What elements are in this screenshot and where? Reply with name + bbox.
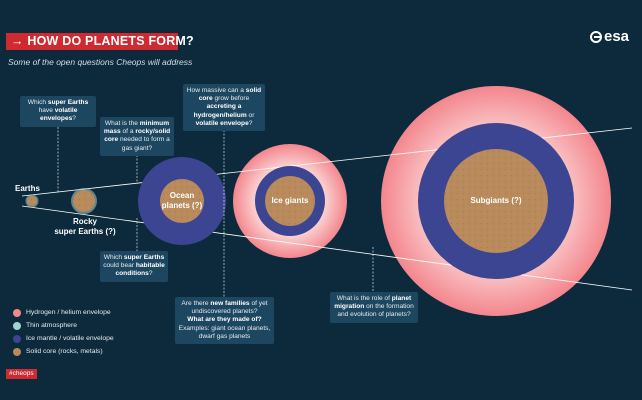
esa-logo: esa: [590, 28, 629, 45]
legend-item: Thin atmosphere: [13, 319, 114, 332]
ice-giant-core: [265, 176, 315, 226]
label-subgiants: Subgiants (?): [470, 196, 522, 205]
lower-guide-line: [21, 205, 633, 291]
legend-label: Thin atmosphere: [26, 322, 78, 329]
legend-swatch-core: [13, 347, 21, 356]
rocky-super-earth-core: [73, 190, 95, 212]
question-box-habitable: Which super Earths could bear habitable …: [100, 251, 168, 282]
legend-label: Ice mantle / volatile envelope: [26, 335, 114, 342]
question-box-migration: What is the role of planet migration on …: [330, 292, 418, 323]
legend-swatch-envelope: [13, 308, 21, 317]
legend-label: Hydrogen / helium envelope: [26, 309, 111, 316]
legend-swatch-ice-mantle: [13, 334, 21, 343]
question-box-solid-core: How massive can a solid core grow before…: [183, 84, 265, 132]
title-banner: [6, 33, 178, 50]
legend-item: Ice mantle / volatile envelope: [13, 332, 114, 345]
earth-core: [27, 196, 37, 206]
question-box-new-families: Are there new families of yet undiscover…: [175, 297, 274, 345]
legend-swatch-atmosphere: [13, 321, 21, 330]
ocean-planet-core: [160, 179, 204, 223]
legend-item: Solid core (rocks, metals): [13, 345, 114, 358]
hashtag-badge: #cheops: [6, 369, 37, 379]
label-ice-giants: Ice giants: [271, 196, 309, 205]
label-earths: Earths: [15, 184, 40, 193]
page-subtitle: Some of the open questions Cheops will a…: [8, 57, 193, 67]
esa-logo-icon: [590, 30, 602, 43]
arrow-icon: →: [11, 34, 24, 48]
subgiant-core: [444, 149, 548, 253]
title-text: HOW DO PLANETS FORM?: [27, 34, 194, 48]
esa-logo-text: esa: [604, 28, 630, 45]
page-title: → HOW DO PLANETS FORM?: [11, 33, 194, 50]
legend-label: Solid core (rocks, metals): [26, 348, 103, 355]
question-box-minimum-mass: What is the minimum mass of a rocky/soli…: [100, 117, 174, 156]
legend: Hydrogen / helium envelope Thin atmosphe…: [13, 306, 114, 358]
legend-item: Hydrogen / helium envelope: [13, 306, 114, 319]
question-box-volatile-envelopes: Which super Earths have volatile envelop…: [20, 96, 96, 127]
